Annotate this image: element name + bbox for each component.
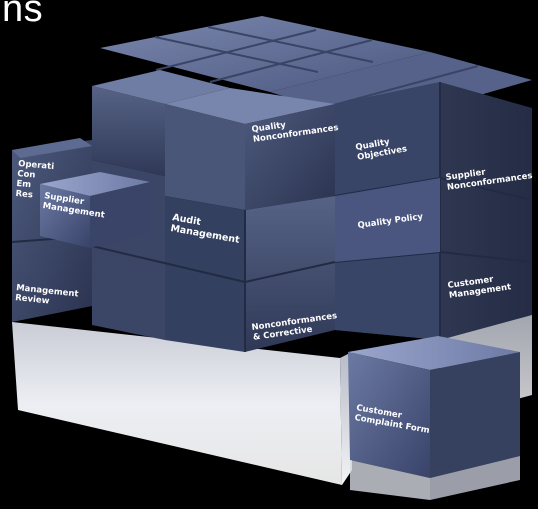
label-management-review: Management Review <box>15 283 82 310</box>
cube-right-face <box>334 82 533 340</box>
raised-block-left <box>92 70 230 176</box>
label-operational-partial: Operati Con Em Res <box>15 159 57 202</box>
customer-complaint-cube <box>348 336 520 478</box>
customer-complaint-reflection <box>350 456 520 500</box>
supplier-management-block <box>40 172 150 248</box>
raised-block-middle <box>165 88 335 210</box>
heading-fragment: ns <box>2 0 44 30</box>
